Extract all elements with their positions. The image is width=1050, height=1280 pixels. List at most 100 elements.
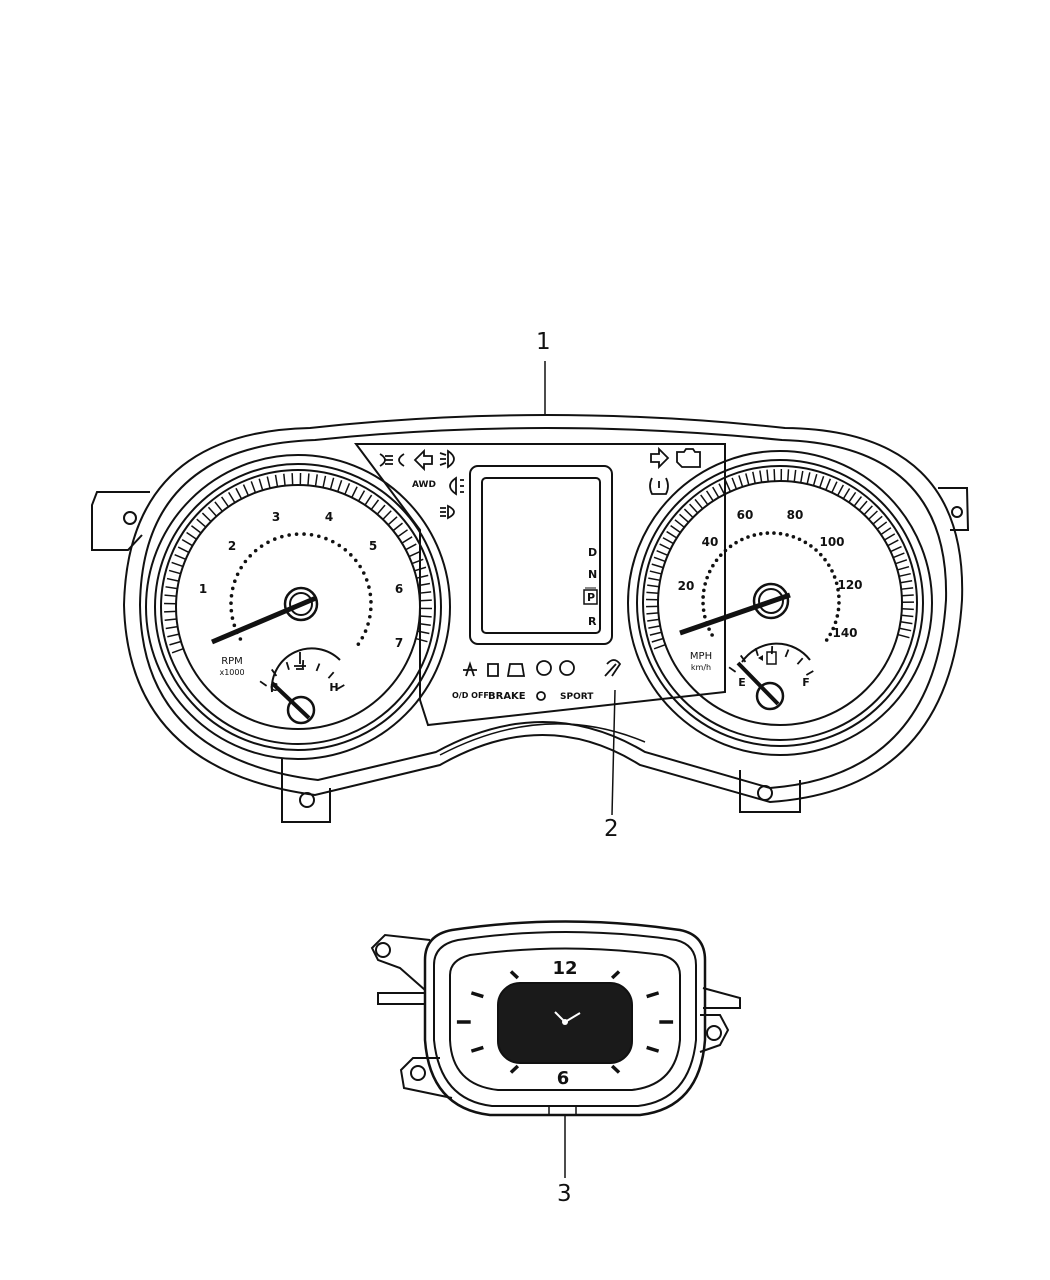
speedo-number-20: 20 — [678, 579, 695, 593]
speedo-dot — [837, 601, 841, 605]
speedo-tick — [663, 538, 673, 544]
speedo-tick — [760, 471, 762, 483]
fog-lamp-icon — [440, 451, 454, 467]
tach-tick — [388, 517, 397, 525]
speedo-tick — [646, 592, 658, 593]
speedo-tick — [713, 487, 719, 497]
tach-dot — [354, 559, 358, 563]
tach-tick — [393, 523, 402, 531]
warning-icons-right — [650, 449, 700, 494]
tach-number-3: 3 — [272, 510, 280, 524]
tach-tick — [191, 526, 201, 533]
tach-number-4: 4 — [325, 510, 333, 524]
speedo-tick — [898, 635, 910, 638]
speedo-tick — [881, 528, 891, 535]
high-beam-icon — [440, 506, 454, 518]
speedo-dot — [834, 621, 838, 625]
speedo-number-40: 40 — [702, 535, 719, 549]
tach-dot — [337, 544, 341, 548]
speedo-tick — [893, 553, 904, 557]
tach-tick — [251, 481, 255, 492]
speedo-tick — [719, 484, 724, 495]
tach-dot — [273, 537, 277, 541]
fuel-tick — [806, 671, 813, 675]
tach-tick — [417, 575, 429, 578]
speedo-tick — [652, 564, 663, 567]
tach-tick — [166, 627, 178, 629]
check-engine-icon — [677, 449, 700, 467]
leader-line-2 — [612, 690, 615, 815]
speedo-tick — [701, 495, 708, 505]
speedo-dot — [827, 563, 831, 567]
speedo-tick — [739, 475, 743, 486]
tachometer — [146, 455, 450, 759]
tach-dot — [229, 601, 233, 605]
tach-tick — [359, 491, 365, 501]
temp-high-label: H — [329, 681, 338, 694]
tach-tick — [166, 587, 178, 589]
speedo-number-100: 100 — [819, 535, 844, 549]
fog-lamp-rear-icon — [450, 478, 464, 494]
clock-hour-mark — [647, 993, 659, 997]
speedo-tick — [657, 551, 668, 556]
airbag-off-icon — [488, 664, 498, 676]
speedo-tick — [813, 474, 816, 486]
indicator-dot — [537, 692, 545, 700]
speedo-tick — [901, 622, 913, 624]
tach-dot — [362, 571, 366, 575]
speedo-dot — [836, 614, 840, 618]
speedo-dot — [823, 558, 827, 562]
speedo-tick — [807, 472, 810, 484]
temp-low-label: C — [270, 681, 278, 694]
tach-tick — [208, 507, 216, 516]
clock-hour-mark — [471, 993, 483, 997]
speedo-dot — [833, 575, 837, 579]
speedo-tick — [854, 497, 861, 507]
tach-dot — [358, 565, 362, 569]
speedo-tick — [843, 488, 849, 498]
tach-dot — [239, 637, 243, 641]
fuel-empty-label: E — [738, 676, 746, 689]
tach-tick — [229, 492, 235, 502]
tach-tick — [178, 547, 189, 552]
speedo-tick — [647, 619, 659, 621]
tach-tick — [383, 511, 391, 520]
tach-tick — [236, 488, 242, 499]
tach-dot — [324, 537, 328, 541]
clock-hour-mark — [612, 972, 619, 978]
tach-tick — [284, 474, 285, 486]
tach-number-6: 6 — [395, 582, 403, 596]
gear-letter-n: N — [588, 568, 597, 581]
tach-tick — [275, 475, 277, 487]
speedo-tick — [707, 491, 714, 501]
tach-tick — [419, 592, 431, 593]
speedo-tick — [902, 595, 914, 596]
coolant-temp-icon — [294, 652, 306, 669]
speedo-tick — [820, 476, 824, 487]
tach-tick — [402, 537, 412, 543]
speedo-dot — [772, 531, 776, 535]
tach-tick — [169, 570, 181, 573]
speedo-dot — [707, 627, 711, 631]
speedo-dot — [702, 589, 706, 593]
speedo-dot — [766, 531, 770, 535]
tach-tick — [243, 485, 248, 496]
speedo-dot — [710, 633, 714, 637]
tach-dot — [239, 566, 243, 570]
tach-dot — [349, 553, 353, 557]
speedo-tick — [774, 469, 775, 481]
speedo-tick — [788, 469, 789, 481]
tach-dot — [357, 642, 361, 646]
speedo-tick — [746, 473, 749, 485]
speedo-tick — [647, 585, 659, 587]
tach-tick — [323, 476, 325, 488]
tach-dot — [369, 608, 373, 612]
tach-dot — [236, 572, 240, 576]
speedo-dot — [703, 615, 707, 619]
speedo-tick — [859, 501, 867, 510]
callout-1: 1 — [536, 331, 551, 354]
turn-signal-right-icon — [651, 449, 668, 467]
speedo-dot — [701, 602, 705, 606]
tire-pressure-icon — [650, 478, 668, 494]
